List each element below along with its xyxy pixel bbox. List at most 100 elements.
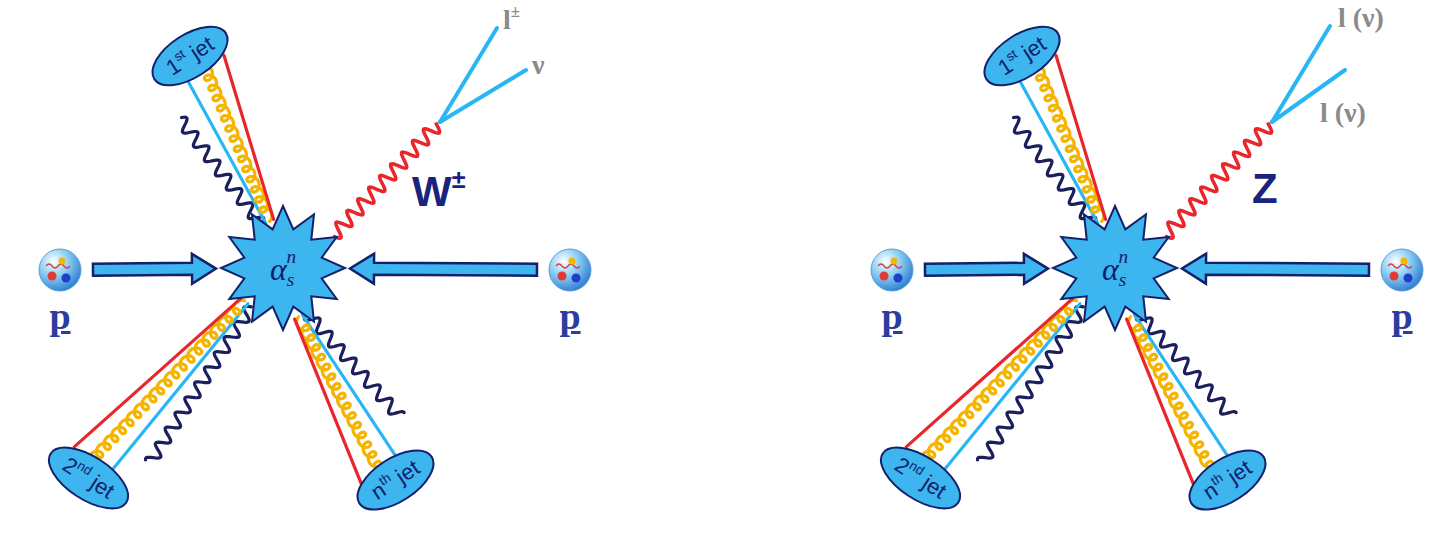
gluon-line — [89, 300, 244, 457]
quark-line — [295, 319, 362, 483]
quark-line — [224, 55, 274, 219]
quark-line — [1127, 319, 1194, 483]
ellipse — [39, 435, 138, 520]
ellipse — [347, 439, 443, 522]
jet-bundle — [295, 312, 405, 483]
quark-line — [939, 304, 1080, 477]
proton-ball — [549, 249, 591, 291]
proton-node: p — [1379, 247, 1425, 335]
ellipse — [975, 15, 1070, 97]
jet-ellipse: 2nd jet — [36, 433, 139, 522]
jet-ellipse: 1st jet — [141, 13, 240, 100]
lepton-line — [440, 28, 497, 122]
quark-line — [74, 298, 241, 447]
gluon-squiggle — [878, 264, 902, 268]
quark-dot — [1404, 274, 1413, 283]
gluon-squiggle — [556, 264, 580, 268]
ellipse — [143, 15, 238, 97]
proton-icon — [1379, 247, 1425, 293]
proton-label: p — [49, 297, 70, 335]
photon-line — [181, 117, 263, 225]
beam-arrow — [925, 254, 1048, 284]
gluon-line — [204, 65, 272, 221]
gluon-line — [297, 317, 381, 467]
quark-line — [302, 315, 399, 462]
proton-node: p — [547, 247, 593, 335]
quark-dot — [894, 274, 903, 283]
quark-line — [1056, 55, 1106, 219]
superscript: n — [1119, 246, 1129, 267]
gluon-squiggle — [1388, 264, 1412, 268]
proton-icon — [547, 247, 593, 293]
photon-line — [1013, 117, 1095, 225]
gluon-squiggle — [46, 264, 70, 268]
superscript: ± — [511, 2, 520, 21]
proton-ball — [871, 249, 913, 291]
quark-dot — [572, 274, 581, 283]
quark-line — [1134, 315, 1231, 462]
subscript: s — [287, 269, 294, 290]
lepton-label: ν — [532, 50, 545, 81]
starburst — [221, 206, 345, 330]
jet-bundle — [906, 298, 1083, 476]
jet-bundle — [1013, 55, 1105, 225]
interaction-star: αsn — [218, 203, 348, 333]
proton-node: p — [869, 247, 915, 335]
photon-line — [146, 306, 252, 460]
proton-label: p — [559, 297, 580, 335]
lepton-label: l (ν) — [1338, 3, 1384, 34]
proton-icon — [869, 247, 915, 293]
coupling-label: αsn — [1102, 247, 1128, 289]
gluon-line — [1036, 65, 1104, 221]
quark-dot — [569, 258, 576, 265]
jet-ellipse: nth jet — [345, 436, 445, 523]
jet-bundle — [74, 298, 251, 476]
photon-line — [978, 306, 1084, 460]
proton-label: p — [1391, 297, 1412, 335]
lepton-line — [440, 70, 526, 122]
proton-ball — [1381, 249, 1423, 291]
proton-node: p — [37, 247, 83, 335]
photon-line — [304, 312, 404, 414]
subscript: s — [1119, 269, 1126, 290]
photon-line — [1136, 312, 1236, 414]
quark-dot — [48, 272, 57, 281]
interaction-star: αsn — [1050, 203, 1180, 333]
jet-bundle — [1127, 312, 1237, 483]
beam-arrow — [93, 254, 216, 284]
proton-label: p — [881, 297, 902, 335]
ellipse — [871, 435, 970, 520]
lepton-label: l± — [503, 3, 520, 36]
superscript: st — [1003, 46, 1020, 64]
boson-label: W± — [412, 166, 465, 215]
jet-ellipse: 1st jet — [973, 13, 1072, 100]
quark-dot — [891, 258, 898, 265]
quark-dot — [558, 272, 567, 281]
starburst — [1053, 206, 1177, 330]
quark-dot — [1401, 258, 1408, 265]
ellipse — [1179, 439, 1275, 522]
quark-dot — [59, 258, 66, 265]
lepton-label: l (ν) — [1320, 98, 1366, 129]
superscript: n — [287, 246, 297, 267]
quark-line — [906, 298, 1073, 447]
proton-icon — [37, 247, 83, 293]
jet-bundle — [181, 55, 273, 225]
quark-dot — [880, 272, 889, 281]
beam-arrow — [350, 254, 537, 284]
proton-ball — [39, 249, 81, 291]
boson-label: Z — [1252, 166, 1278, 212]
beam-arrow — [1182, 254, 1369, 284]
gluon-line — [1129, 317, 1213, 467]
coupling-label: αsn — [270, 247, 296, 289]
superscript: ± — [452, 165, 466, 193]
superscript: st — [171, 46, 188, 64]
quark-line — [107, 304, 248, 477]
quark-dot — [1390, 272, 1399, 281]
jet-ellipse: 2nd jet — [868, 433, 971, 522]
jet-ellipse: nth jet — [1177, 436, 1277, 523]
quark-dot — [62, 274, 71, 283]
gluon-line — [921, 300, 1076, 457]
